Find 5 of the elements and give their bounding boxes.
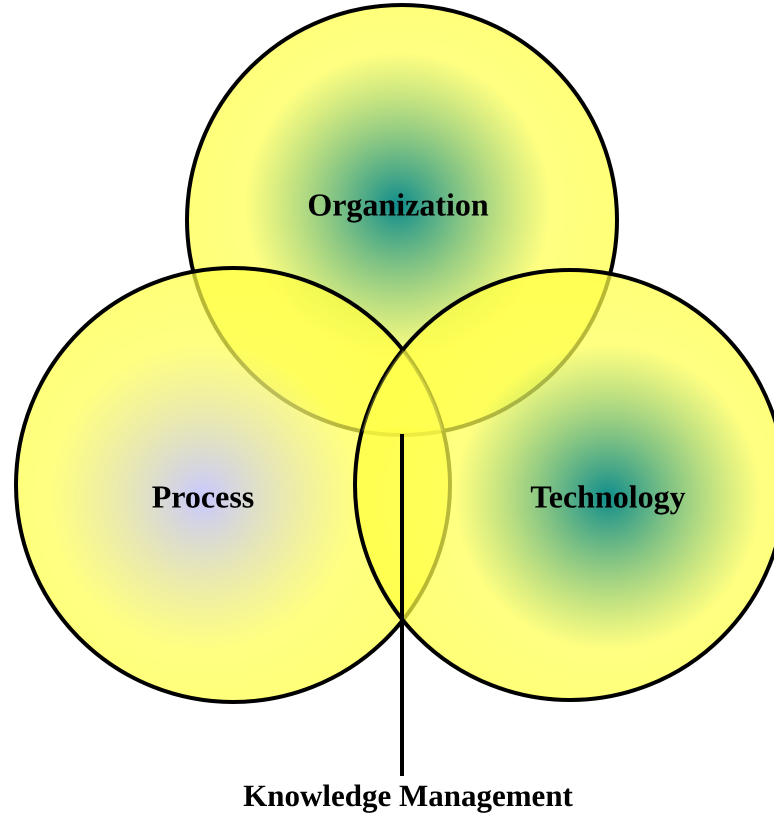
circle-label: Technology — [530, 478, 686, 516]
leader-line — [400, 434, 404, 776]
circle-label: Process — [152, 478, 254, 516]
circle-label: Organization — [307, 186, 489, 224]
venn-caption: Knowledge Management — [243, 778, 573, 814]
